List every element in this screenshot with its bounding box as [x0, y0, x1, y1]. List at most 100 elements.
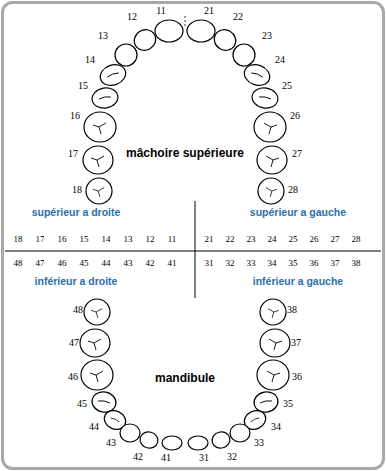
- tooth: [210, 430, 232, 450]
- fissure: [111, 417, 120, 422]
- tooth-number: 28: [352, 235, 361, 244]
- tooth: [250, 86, 279, 110]
- fissure: [268, 309, 279, 318]
- tooth: [97, 61, 128, 89]
- tooth: [86, 178, 112, 204]
- fissure: [251, 72, 263, 77]
- tooth: [138, 430, 160, 450]
- tooth-number: 41: [161, 453, 171, 463]
- tooth-number: 17: [68, 149, 78, 159]
- tooth-number: 15: [78, 81, 88, 91]
- tooth: [120, 424, 140, 442]
- tooth-number: 25: [282, 81, 292, 91]
- upper-tooth-details: [91, 72, 279, 197]
- tooth-number: 34: [271, 422, 281, 432]
- tooth-number: 46: [68, 372, 78, 382]
- fissure: [107, 72, 119, 77]
- tooth-number: 17: [36, 235, 45, 244]
- tooth-number: 38: [352, 259, 361, 268]
- tooth: [257, 360, 289, 390]
- tooth-number: 14: [85, 55, 95, 65]
- tooth-number: 16: [70, 111, 80, 121]
- tooth-number: 48: [73, 305, 83, 315]
- fissure: [266, 188, 277, 197]
- tooth-number: 21: [205, 235, 214, 244]
- tooth: [258, 178, 284, 204]
- tooth: [84, 112, 116, 142]
- tooth-number: 42: [146, 259, 155, 268]
- tooth-number: 31: [205, 259, 214, 268]
- fissure: [93, 123, 106, 134]
- tooth-number: 36: [310, 259, 319, 268]
- tooth-number: 22: [226, 235, 235, 244]
- tooth-number: 13: [124, 235, 133, 244]
- tooth-number: 23: [262, 31, 272, 41]
- tooth-number: 42: [133, 452, 143, 462]
- tooth-number: 46: [58, 259, 67, 268]
- tooth-number: 36: [292, 372, 302, 382]
- tooth-number: 45: [80, 259, 89, 268]
- fissure: [250, 417, 259, 422]
- fissure: [266, 156, 279, 167]
- tooth-number: 23: [247, 235, 256, 244]
- tooth-number: 47: [69, 338, 79, 348]
- tooth-number: 32: [226, 259, 235, 268]
- tooth-number: 12: [146, 235, 155, 244]
- quadrant-label: inférieur a gauche: [253, 276, 343, 287]
- lower-arch: [80, 299, 290, 450]
- tooth-number: 21: [204, 6, 214, 16]
- tooth-number: 14: [102, 235, 111, 244]
- tooth-number: 11: [156, 6, 166, 16]
- tooth: [84, 299, 110, 325]
- quadrant-label: supérieur a gauche: [250, 207, 346, 218]
- fissure: [88, 339, 101, 350]
- midline: [185, 16, 186, 27]
- tooth: [115, 44, 137, 66]
- fissure: [90, 371, 103, 382]
- tooth-number: 44: [89, 422, 99, 432]
- tooth: [260, 329, 290, 357]
- quadrant-divider: [195, 201, 196, 298]
- fissure: [267, 371, 280, 382]
- tooth-number: 12: [127, 12, 137, 22]
- tooth-number: 45: [77, 399, 87, 409]
- tooth: [188, 436, 208, 450]
- tooth-number: 33: [254, 438, 264, 448]
- tooth-number: 24: [268, 235, 277, 244]
- tooth: [254, 112, 286, 142]
- tooth-number: 27: [331, 235, 340, 244]
- tooth: [80, 329, 110, 357]
- tooth: [230, 424, 250, 442]
- tooth-number: 11: [168, 235, 177, 244]
- tooth: [257, 146, 287, 174]
- tooth-number: 37: [291, 338, 301, 348]
- tooth: [83, 146, 113, 174]
- tooth-number: 43: [106, 438, 116, 448]
- tooth-number: 26: [310, 235, 319, 244]
- tooth-number: 28: [288, 185, 298, 195]
- tooth-number: 35: [289, 259, 298, 268]
- fissure: [98, 400, 110, 403]
- tooth-number: 47: [36, 259, 45, 268]
- fissure: [91, 156, 104, 167]
- tooth-number: 37: [331, 259, 340, 268]
- fissure: [264, 123, 277, 134]
- tooth-number: 13: [98, 31, 108, 41]
- fissure: [259, 96, 271, 99]
- quadrant-label: inférieur a droite: [35, 276, 118, 287]
- tooth: [241, 61, 272, 89]
- tooth-number: 15: [80, 235, 89, 244]
- frame: [3, 3, 384, 469]
- tooth-number: 33: [247, 259, 256, 268]
- upper-arch: [83, 20, 287, 204]
- tooth-number: 18: [14, 235, 23, 244]
- fissure: [93, 188, 104, 197]
- quadrant-label: supérieur a droite: [32, 207, 121, 218]
- tooth-number: 35: [283, 399, 293, 409]
- fissure: [91, 309, 102, 318]
- fissure: [99, 96, 111, 99]
- tooth-number: 34: [268, 259, 277, 268]
- jaw-label: mandibule: [155, 372, 215, 384]
- tooth-number: 22: [233, 12, 243, 22]
